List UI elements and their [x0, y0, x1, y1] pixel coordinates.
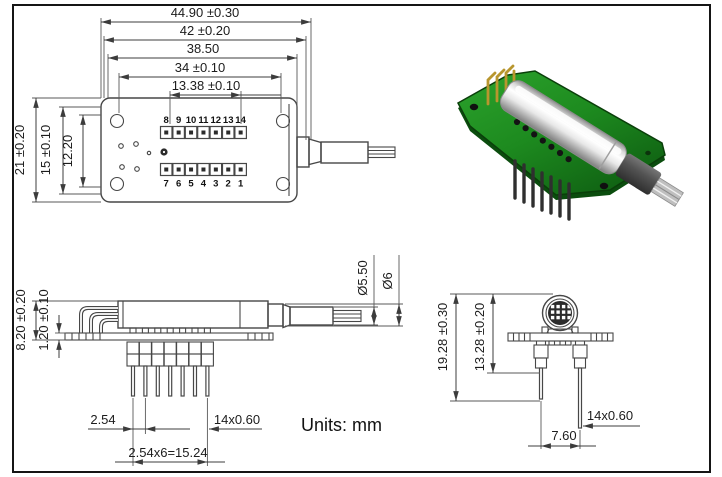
- end-fiber-boot: [541, 294, 579, 334]
- pin-number: 11: [198, 115, 209, 126]
- dim-inner-width: 15 ±0.10: [38, 125, 53, 176]
- pin-number: 5: [188, 179, 194, 190]
- end-pin-columns: [533, 341, 588, 429]
- pin-number: 8: [164, 115, 169, 126]
- plan-view: 8 9 10 11 12 13 14 7 6 5 4 3 2 1 44.90 ±…: [12, 5, 396, 203]
- drawing-border: [12, 4, 711, 473]
- end-bottom-dimensions: 14x0.60 7.60: [528, 401, 640, 449]
- photo-monitor-dots: [513, 118, 572, 163]
- end-left-dimensions: 19.28 ±0.30 13.28 ±0.20: [435, 293, 553, 402]
- end-view: 19.28 ±0.30 13.28 ±0.20 14x0.60 7.60: [435, 293, 640, 449]
- pin-number: 7: [164, 179, 169, 190]
- pin-number: 6: [176, 179, 181, 190]
- plan-pad-row-top: [159, 125, 247, 140]
- plan-horizontal-dimensions: 44.90 ±0.30 42 ±0.20 38.50 34 ±0.10 13.3…: [100, 5, 312, 140]
- dim-pin-span: 2.54x6=15.24: [128, 445, 207, 460]
- dim-hole-spacing: 34 ±0.10: [175, 60, 226, 75]
- side-view: 8.20 ±0.20 1.20 ±0.10 Ø5.50 Ø6: [13, 255, 403, 466]
- side-diameter-dimensions: Ø5.50 Ø6: [285, 255, 403, 327]
- dim-base-diameter: Ø6: [380, 272, 395, 289]
- side-bottom-dimensions: 2.54 14x0.60 2.54x6=15.24: [88, 398, 262, 466]
- side-header-blocks: [126, 341, 214, 367]
- pin-number: 9: [176, 115, 181, 126]
- pin-number: 10: [186, 115, 197, 126]
- dim-pad-span: 13.38 ±0.10: [172, 78, 241, 93]
- dim-body-length: 42 ±0.20: [180, 23, 231, 38]
- units-note: Units: mm: [301, 415, 382, 435]
- dim-pin-size-side: 14x0.60: [214, 412, 260, 427]
- dim-boot-diameter: Ø5.50: [355, 260, 370, 295]
- dim-boot-height: 13.28 ±0.20: [472, 303, 487, 372]
- product-photo: [456, 64, 684, 221]
- dim-pin-pitch: 2.54: [90, 412, 115, 427]
- pin-number: 2: [226, 179, 231, 190]
- end-pcb: [507, 332, 614, 346]
- photo-laser-cylinder: [499, 80, 684, 207]
- dim-pcb-thickness: 1.20 ±0.10: [36, 289, 51, 350]
- plan-package-outline: [100, 97, 396, 203]
- plan-pin-numbers-bottom: 7 6 5 4 3 2 1: [164, 179, 244, 190]
- pin-number: 1: [238, 179, 244, 190]
- dim-pin-size-end: 14x0.60: [587, 408, 633, 423]
- side-pins: [130, 365, 210, 397]
- plan-pad-row-bottom: [159, 162, 247, 177]
- dim-hole-row-spacing: 12.20: [60, 135, 75, 168]
- dim-overall-length: 44.90 ±0.30: [171, 5, 240, 20]
- plan-index-dots: [118, 141, 168, 172]
- side-bent-leads: [79, 306, 118, 333]
- dim-body-width: 21 ±0.20: [12, 125, 27, 176]
- pin-number: 12: [211, 115, 222, 126]
- dim-flange-length: 38.50: [187, 41, 220, 56]
- side-package-outline: [117, 300, 362, 329]
- plan-pin-numbers-top: 8 9 10 11 12 13 14: [164, 115, 247, 126]
- photo-board-pins: [513, 159, 571, 221]
- side-pcb: [64, 332, 274, 341]
- dim-row-spacing: 7.60: [551, 428, 576, 443]
- plan-vertical-dimensions: 21 ±0.20 15 ±0.10 12.20: [12, 97, 101, 203]
- dim-stack-height: 8.20 ±0.20: [13, 289, 28, 350]
- side-solder-pads: [129, 327, 211, 334]
- side-left-dimensions: 8.20 ±0.20 1.20 ±0.10: [13, 289, 118, 358]
- pin-number: 3: [213, 179, 218, 190]
- pin-number: 13: [223, 115, 234, 126]
- pin-number: 4: [201, 179, 207, 190]
- dim-total-height: 19.28 ±0.30: [435, 303, 450, 372]
- plan-mounting-holes: [109, 113, 291, 192]
